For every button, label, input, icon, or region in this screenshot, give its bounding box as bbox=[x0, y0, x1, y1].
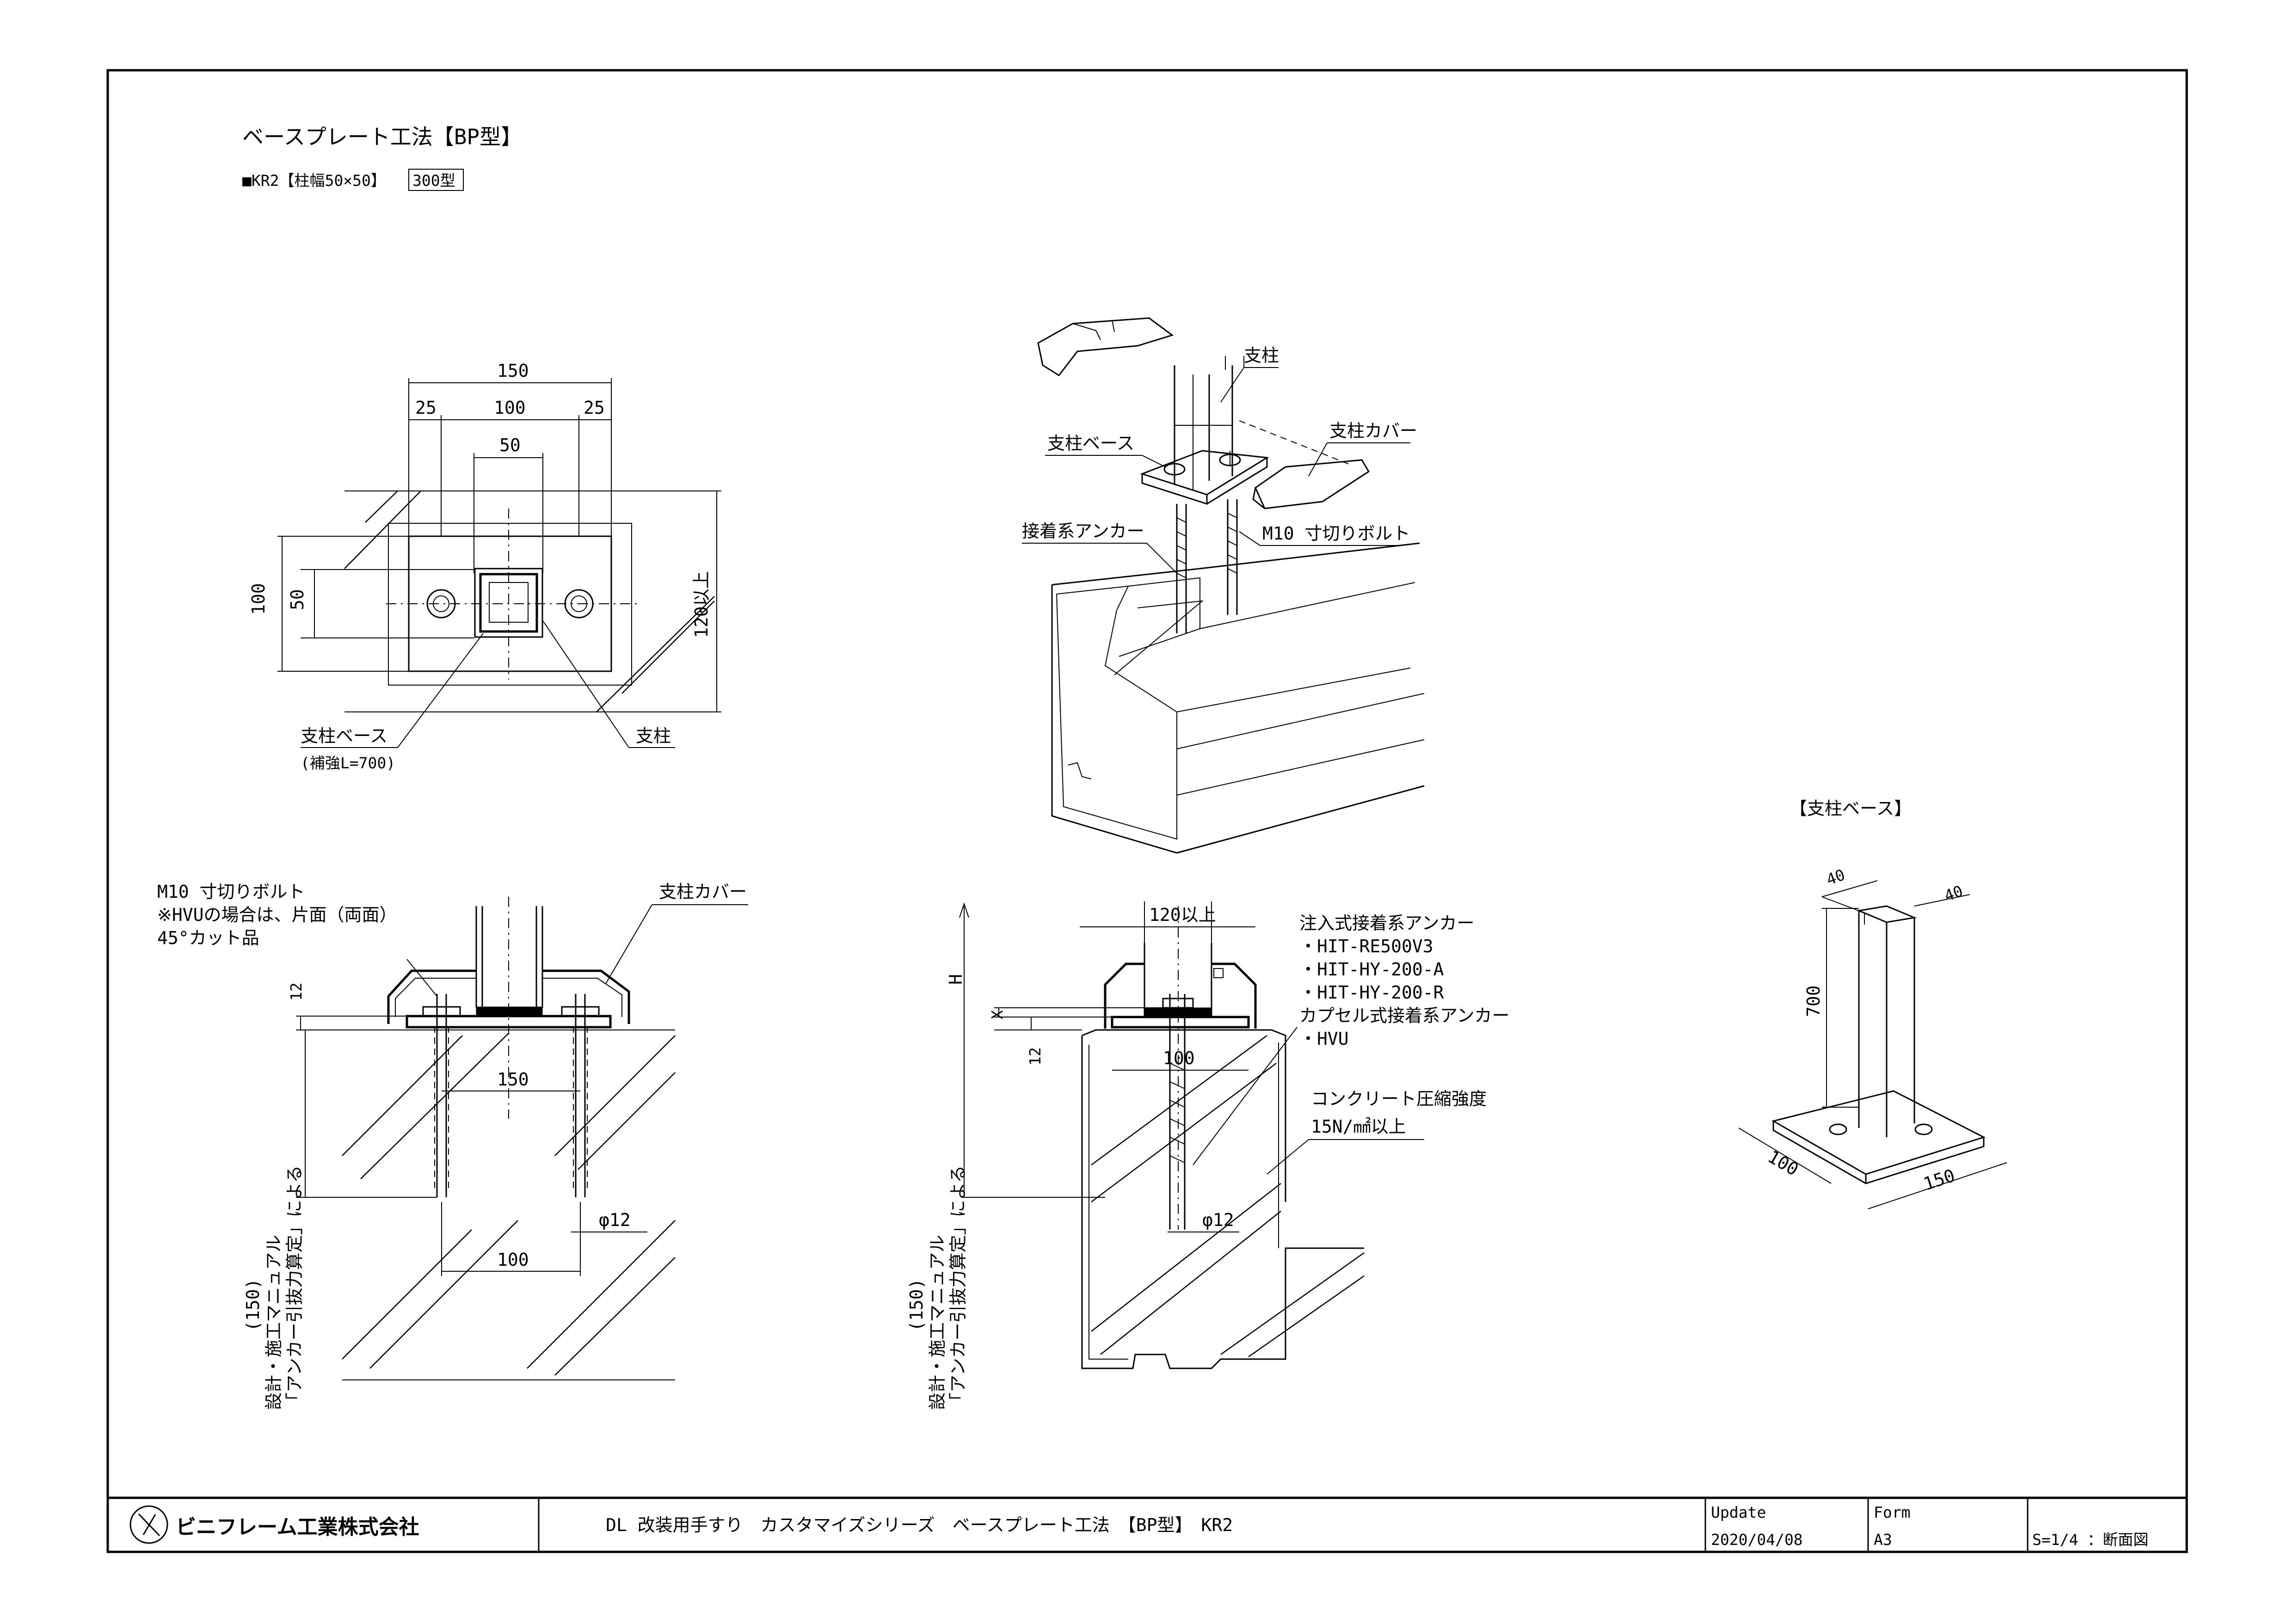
iso-label-anchor: 接着系アンカー bbox=[1022, 521, 1144, 541]
left-dim-100: 100 bbox=[497, 1250, 529, 1270]
left-note-bolt: M10 寸切りボルト bbox=[157, 882, 305, 902]
left-dim-12: 12 bbox=[287, 982, 305, 1001]
detail-dim-100: 100 bbox=[1765, 1146, 1802, 1180]
right-anchor-hy200r: ・HIT-HY-200-R bbox=[1299, 982, 1444, 1003]
drawing-subheading: ■KR2【柱幅50×50】 bbox=[242, 172, 386, 190]
right-dim-12: 12 bbox=[1026, 1047, 1044, 1066]
right-anchor-title-capsule: カプセル式接着系アンカー bbox=[1299, 1005, 1509, 1026]
form-label: Form bbox=[1874, 1503, 1910, 1521]
left-dim-150: 150 bbox=[497, 1069, 529, 1090]
form-size: A3 bbox=[1874, 1531, 1892, 1549]
detail-view: 【支柱ベース】 40 40 700 100 150 bbox=[1738, 798, 2007, 1209]
plan-dim-100: 100 bbox=[494, 398, 526, 418]
left-vert-note-calc: 「アンカー引抜力算定」による bbox=[284, 1165, 305, 1410]
detail-dim-40b: 40 bbox=[1942, 882, 1965, 905]
iso-label-bolt: M10 寸切りボルト bbox=[1262, 523, 1410, 544]
company-name: ビニフレーム工業株式会社 bbox=[176, 1515, 419, 1539]
left-note-hvu: ※HVUの場合は、片面（両面） bbox=[157, 905, 397, 925]
plan-dim-120: 120以上 bbox=[691, 571, 712, 638]
right-anchor-hvu: ・HVU bbox=[1299, 1029, 1349, 1049]
drawing-title: DL 改装用手すり カスタマイズシリーズ ベースプレート工法 【BP型】 KR2 bbox=[606, 1515, 1233, 1535]
iso-label-base: 支柱ベース bbox=[1047, 433, 1134, 453]
detail-title: 【支柱ベース】 bbox=[1790, 798, 1912, 819]
right-vert-note-manual: 設計・施工マニュアル bbox=[927, 1235, 947, 1410]
plan-label-post: 支柱 bbox=[636, 726, 671, 746]
right-anchor-hy200a: ・HIT-HY-200-A bbox=[1299, 959, 1444, 980]
drawing-border bbox=[106, 69, 2188, 1553]
right-vert-note-calc: 「アンカー引抜力算定」による bbox=[948, 1165, 968, 1410]
right-anchor-title-injection: 注入式接着系アンカー bbox=[1299, 913, 1474, 933]
scale-note: S=1/4 ：断面図 bbox=[2032, 1531, 2148, 1549]
detail-dim-150: 150 bbox=[1921, 1165, 1957, 1195]
right-anchor-re500: ・HIT-RE500V3 bbox=[1299, 936, 1433, 956]
section-right: H 120以上 X bbox=[906, 901, 1509, 1410]
update-label: Update bbox=[1711, 1503, 1766, 1521]
section-left: M10 寸切りボルト ※HVUの場合は、片面（両面） 45°カット品 支柱カバー bbox=[157, 882, 748, 1410]
plan-dim-50-vertical: 50 bbox=[287, 589, 308, 610]
left-vert-note-150: (150) bbox=[243, 1279, 263, 1331]
plan-dim-50: 50 bbox=[499, 435, 521, 455]
title-block: ビニフレーム工業株式会社 DL 改装用手すり カスタマイズシリーズ ベースプレー… bbox=[129, 1498, 2148, 1552]
right-dim-X: X bbox=[988, 1010, 1006, 1019]
detail-dim-40a: 40 bbox=[1824, 865, 1847, 889]
plan-dim-25-right: 25 bbox=[584, 398, 605, 418]
update-date: 2020/04/08 bbox=[1711, 1531, 1803, 1549]
plan-dim-100-vertical: 100 bbox=[248, 583, 269, 615]
plan-dim-25-left: 25 bbox=[415, 398, 437, 418]
left-vert-note-manual: 設計・施工マニュアル bbox=[264, 1235, 284, 1410]
plan-view: 150 25 100 25 50 100 50 bbox=[248, 361, 721, 772]
left-note-cut: 45°カット品 bbox=[157, 928, 259, 948]
right-vert-note-150: (150) bbox=[906, 1279, 927, 1331]
right-dim-phi12: φ12 bbox=[1202, 1210, 1234, 1230]
plan-dim-150: 150 bbox=[497, 361, 529, 381]
company-logo-icon bbox=[129, 1505, 168, 1544]
type-box-label: 300型 bbox=[412, 172, 455, 190]
right-dim-120: 120以上 bbox=[1149, 905, 1216, 925]
iso-label-cover: 支柱カバー bbox=[1329, 421, 1417, 441]
left-label-cover: 支柱カバー bbox=[659, 882, 747, 902]
left-dim-phi12: φ12 bbox=[599, 1210, 631, 1230]
plan-label-base-note: (補強L=700) bbox=[301, 754, 395, 772]
type-box bbox=[408, 169, 464, 191]
iso-label-post: 支柱 bbox=[1244, 345, 1279, 366]
plan-label-base: 支柱ベース bbox=[301, 726, 387, 746]
right-concrete-value: 15N/㎟以上 bbox=[1311, 1116, 1406, 1137]
right-dim-H: H bbox=[946, 974, 966, 985]
drawing-heading: ベースプレート工法【BP型】 bbox=[242, 124, 522, 149]
iso-view: 支柱 支柱ベース 支柱カバー 接着系アンカー M10 寸切りボルト bbox=[1022, 317, 1425, 854]
right-dim-100: 100 bbox=[1163, 1048, 1195, 1068]
right-concrete-strength: コンクリート圧縮強度 bbox=[1311, 1089, 1487, 1109]
detail-dim-700: 700 bbox=[1803, 985, 1824, 1017]
